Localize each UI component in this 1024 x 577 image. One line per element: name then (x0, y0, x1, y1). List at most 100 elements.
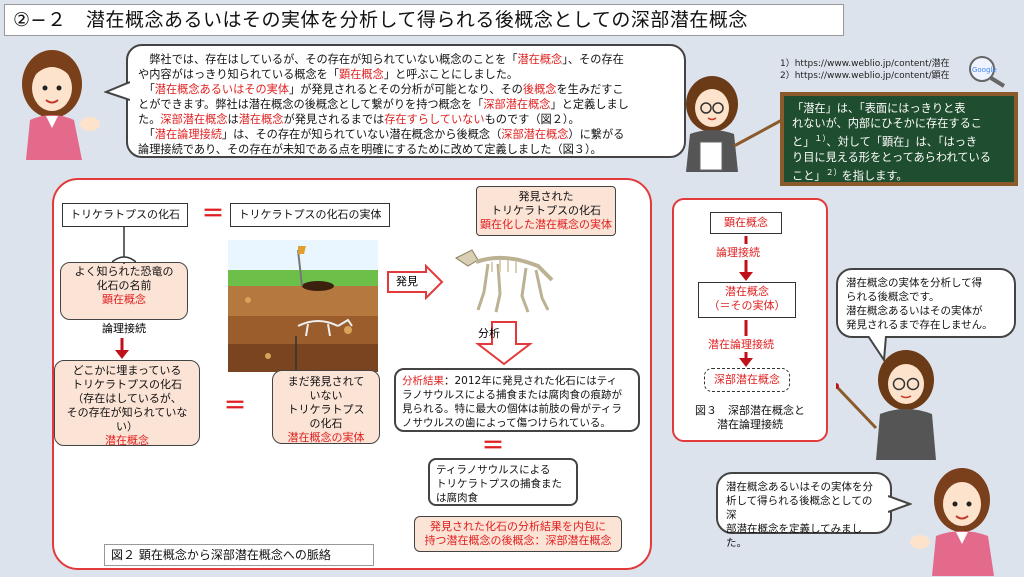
discovered-fossil-box: 発見された トリケラトプスの化石 顕在化した潜在概念の実体 (476, 186, 616, 236)
reference-2: 2）https://www.weblio.jp/content/顕在 (780, 71, 950, 81)
analysis-segment: 見られる。特に最大の個体は前肢の骨がティラ (402, 403, 622, 415)
connector-down-1 (112, 226, 136, 264)
blackboard-definition: 「潜在」は、「表面にはっきりと表れないが、内部にひそかに存在すること」１）、対し… (780, 92, 1018, 186)
intro-segment: とができます。弊社は潜在概念の後概念として繋がりを持つ概念を「 (138, 98, 484, 111)
board-line-3: と」１）、対して「顕在」は、「はっき (792, 131, 1006, 150)
analysis-line-1: 分析結果：2012年に発見された化石にはティ (402, 374, 632, 388)
intro-segment: が発見されるまでは (283, 113, 385, 126)
buried-line-3: （存在はしているが、 (72, 392, 182, 405)
board-segment: ２） (825, 167, 842, 177)
fig3-node-latent-line-2: （＝その実体） (708, 299, 786, 312)
intro-segment: は (227, 113, 239, 126)
intro-segment: や内容がはっきり知られている概念を「 (138, 68, 340, 81)
fig3-edge-logical-link: 論理接続 (716, 244, 760, 260)
intro-segment: 弊社では、存在はしているが、その存在が知られていない概念のことを「 (138, 53, 518, 66)
intro-segment: 後概念 (522, 83, 557, 96)
reference-list: 1）https://www.weblio.jp/content/潜在 2）htt… (780, 58, 950, 82)
known-fossil-box: よく知られた恐竜の 化石の名前 顕在概念 (60, 262, 188, 320)
intro-line-7: 論理接続であり、その存在が未知である点を明確にするために改めて定義しました（図３… (138, 142, 674, 157)
intro-line-5: た。深部潜在概念は潜在概念が発見されるまでは存在すらしていないものです（図２）。 (138, 112, 674, 127)
analysis-line-4: ノサウルスの歯によって傷つけられている。 (402, 416, 632, 430)
intro-segment: 」と定義しまし (550, 98, 629, 111)
intro-bubble-tail (104, 81, 130, 101)
intro-segment: 「 (138, 83, 155, 96)
right-bottom-bubble-tail (888, 495, 912, 513)
figure3-caption-line-1: 図３ 深部潜在概念と (695, 404, 805, 417)
arrow-down-1 (115, 338, 129, 359)
intro-segment: 深部潜在概念 (160, 113, 228, 126)
intro-segment: 顕在概念 (339, 68, 384, 81)
intro-segment: 存在すらしていない (384, 113, 485, 126)
board-line-1: 「潜在」は、「表面にはっきりと表 (792, 101, 1006, 116)
analysis-segment: ノサウルスの歯によって傷つけられている。 (402, 417, 611, 429)
board-segment: こと」 (792, 169, 826, 183)
predation-line-1: ティラノサウルスによる (436, 464, 551, 476)
buried-line-2: トリケラトプスの化石 (72, 378, 182, 391)
figure3-caption-line-2: 潜在論理接続 (717, 418, 783, 431)
fossil-entity-box: トリケラトプスの化石の実体 (230, 203, 390, 227)
board-segment: 「潜在」は、「表面にはっきりと表 (792, 102, 966, 115)
undiscovered-line-1: まだ発見されて (287, 375, 365, 388)
intro-segment: 「 (138, 128, 155, 141)
right-bottom-line-1: 潜在概念あるいはその実体を分 (726, 481, 873, 493)
analysis-result-text: 分析結果：2012年に発見された化石にはティラノサウルスによる捕食または腐肉食の… (402, 374, 632, 430)
board-segment: １） (814, 134, 827, 143)
board-segment: を指します。 (841, 169, 908, 183)
teacher-woman-illustration (686, 76, 782, 172)
known-fossil-tag: 顕在概念 (102, 293, 146, 306)
fossil-name-box: トリケラトプスの化石 (62, 203, 188, 227)
discovered-line-1: 発見された (518, 190, 574, 203)
intro-segment: を生みだすこ (556, 83, 624, 96)
figure2-caption: 図２ 顕在概念から深部潜在概念への脈絡 (104, 544, 374, 566)
analysis-arrow (475, 321, 533, 366)
fig3-node-manifest: 顕在概念 (710, 212, 782, 234)
deep-latent-concept-box: 発見された化石の分析結果を内包に 持つ潜在概念の後概念：深部潜在概念 (414, 516, 622, 552)
intro-segment: た。 (138, 113, 161, 126)
right-top-speech-bubble: 潜在概念の実体を分析して得 られる後概念です。 潜在概念あるいはその実体が 発見… (836, 268, 1016, 338)
analysis-result-box: 分析結果：2012年に発見された化石にはティラノサウルスによる捕食または腐肉食の… (394, 368, 640, 432)
right-top-line-2: られる後概念です。 (846, 291, 940, 303)
deep-latent-line-2: 持つ潜在概念の後概念：深部潜在概念 (424, 534, 612, 547)
analysis-segment: 分析結果 (402, 375, 444, 387)
waving-woman-illustration (910, 468, 994, 576)
blackboard-text: 「潜在」は、「表面にはっきりと表れないが、内部にひそかに存在すること」１）、対し… (792, 101, 1006, 183)
intro-segment: 」と呼ぶことにしました。 (383, 68, 519, 81)
buried-line-4: その存在が知られていな (66, 406, 188, 419)
connector-down-2 (295, 336, 297, 370)
intro-segment: 潜在概念 (238, 113, 284, 126)
triceratops-skeleton-illustration (455, 249, 554, 313)
undiscovered-fossil-box: まだ発見されて いない トリケラトプス の化石 潜在概念の実体 (272, 370, 380, 444)
intro-segment: 論理接続であり、その存在が未知である点を明確にするために改めて定義しました（図３… (138, 143, 602, 156)
intro-line-2: や内容がはっきり知られている概念を「顕在概念」と呼ぶことにしました。 (138, 67, 674, 82)
board-line-5: こと」２）を指します。 (792, 165, 1006, 184)
board-line-4: り目に見える形をとってあらわれている (792, 150, 1006, 165)
discovered-fossil-tag: 顕在化した潜在概念の実体 (480, 218, 612, 231)
undiscovered-fossil-tag: 潜在概念の実体 (287, 431, 365, 444)
undiscovered-line-3: トリケラトプス (287, 403, 365, 416)
figure3-panel (672, 198, 828, 442)
discovered-line-2: トリケラトプスの化石 (491, 204, 601, 217)
discover-label: 発見 (396, 275, 418, 288)
board-segment: と」 (792, 135, 815, 149)
right-bottom-line-2: 析して得られる後概念としての深 (726, 495, 873, 521)
analysis-segment: ラノサウルスによる捕食または腐肉食の痕跡が (402, 389, 622, 401)
analysis-line-2: ラノサウルスによる捕食または腐肉食の痕跡が (402, 388, 632, 402)
magnifier-icon: Google (969, 56, 1006, 88)
figure3-caption: 図３ 深部潜在概念と 潜在論理接続 (680, 404, 820, 432)
intro-segment: ）に繋がる (568, 128, 625, 141)
intro-line-6: 「潜在論理接続」は、その存在が知られていない潜在概念から後概念（深部潜在概念）に… (138, 127, 674, 142)
buried-line-5: い） (116, 420, 138, 433)
predation-line-2: トリケラトプスの捕食また (436, 478, 562, 490)
intro-segment: 深部潜在概念 (483, 98, 551, 111)
fig3-edge-latent-link: 潜在論理接続 (708, 336, 774, 352)
board-segment: 、対して「顕在」は、「はっき (826, 135, 978, 149)
intro-segment: 潜在概念あるいはその実体 (154, 83, 290, 96)
discover-arrow (387, 264, 444, 300)
right-bottom-line-3: 部潜在概念を定義してみました。 (726, 523, 863, 549)
undiscovered-line-4: の化石 (309, 417, 343, 430)
right-top-bubble-tail (867, 336, 887, 362)
intro-line-3: 「潜在概念あるいはその実体」が発見されるとその分析が可能となり、その後概念を生み… (138, 82, 674, 97)
reference-1: 1）https://www.weblio.jp/content/潜在 (780, 59, 950, 69)
equals-sign-3: ＝ (482, 434, 505, 459)
predation-box: ティラノサウルスによる トリケラトプスの捕食また は腐肉食 (428, 458, 578, 506)
